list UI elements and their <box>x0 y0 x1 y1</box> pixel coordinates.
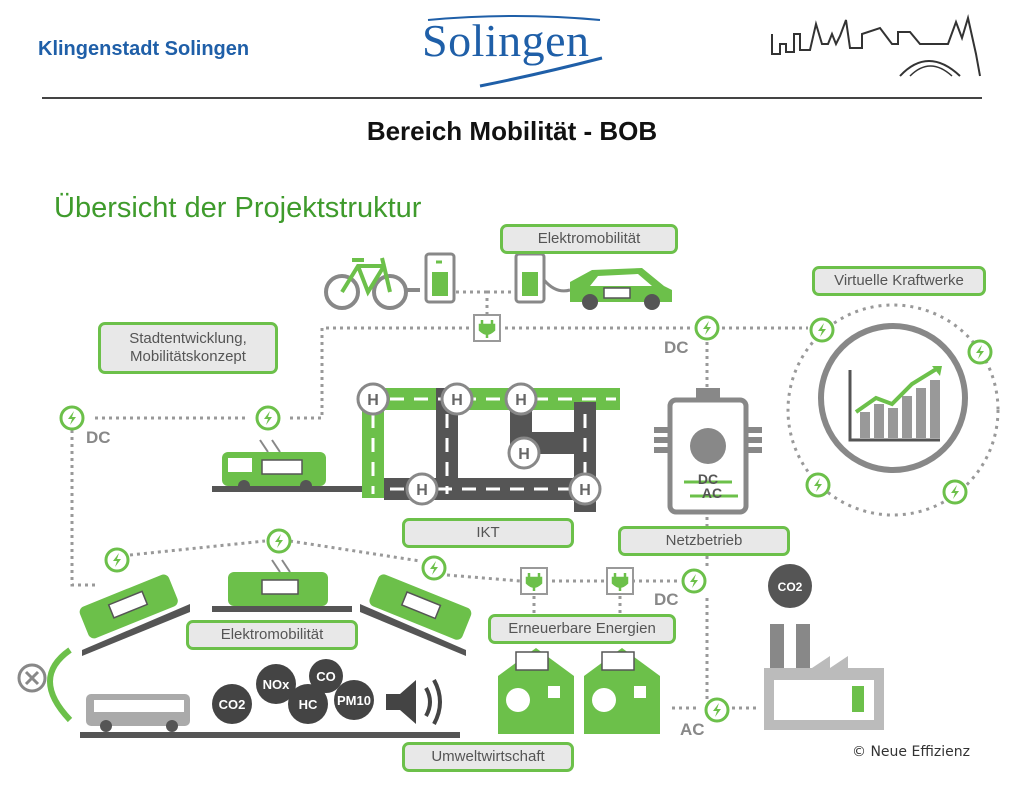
ramp-right <box>360 604 466 656</box>
label-erneuerbare-energien: Erneuerbare Energien <box>488 614 676 644</box>
emission-hc: HC <box>299 697 318 712</box>
stop-letter: H <box>515 392 527 409</box>
logo-text: Solingen <box>422 15 590 66</box>
substation-ac: AC <box>702 485 722 501</box>
stop-letter: H <box>416 482 428 499</box>
factory-icon <box>764 564 884 730</box>
bolt-icon <box>266 528 292 554</box>
emission-co2: CO2 <box>219 697 246 712</box>
label-umweltwirtschaft: Umweltwirtschaft <box>402 742 574 772</box>
skyline-icon <box>771 14 981 77</box>
bolt-icon <box>704 697 730 723</box>
dc-label-left: DC <box>86 428 111 447</box>
label-elektromobilitaet-bottom: Elektromobilität <box>186 620 358 650</box>
ramp-left <box>82 604 190 656</box>
header-divider <box>42 97 982 99</box>
bolt-icon <box>681 568 707 594</box>
bolt-icon <box>942 479 968 505</box>
plug-icon <box>472 313 502 343</box>
label-elektromobilitaet-top: Elektromobilität <box>500 224 678 254</box>
bolt-icon <box>255 405 281 431</box>
emission-co: CO <box>316 669 336 684</box>
logo-swoosh-icon <box>427 15 603 88</box>
bolt-icon <box>59 405 85 431</box>
emission-nox: NOx <box>263 677 291 692</box>
stop-letter: H <box>367 392 379 409</box>
stop-letter: H <box>451 392 463 409</box>
label-stadtentwicklung-line1: Stadtentwicklung, <box>129 330 247 347</box>
charging-station-icon <box>424 252 571 304</box>
header-city-name: Klingenstadt Solingen <box>38 38 250 60</box>
substation-icon <box>654 388 762 515</box>
bolt-icon <box>809 317 835 343</box>
trolleybus-left-icon <box>79 574 178 639</box>
solar-house-icon <box>498 648 660 734</box>
bolt-icon <box>104 547 130 573</box>
emission-clouds <box>212 659 374 724</box>
label-stadtentwicklung-line2: Mobilitätskonzept <box>130 348 246 365</box>
trolleybus-middle-icon <box>228 559 328 606</box>
trolleybus-right-icon <box>369 574 472 640</box>
page-subtitle: Übersicht der Projektstruktur <box>54 192 422 224</box>
factory-co2: CO2 <box>778 580 803 594</box>
chart-bars-icon <box>848 366 942 442</box>
stop-letter: H <box>579 482 591 499</box>
stop-letter: H <box>518 446 530 463</box>
bolt-icon <box>694 315 720 341</box>
page-title: Bereich Mobilität - BOB <box>366 116 658 146</box>
label-ikt: IKT <box>402 518 574 548</box>
bolt-icon <box>805 472 831 498</box>
bolt-icon <box>967 339 993 365</box>
trolleybus-icon <box>222 439 326 492</box>
plug-icon <box>605 566 635 596</box>
bolt-icon <box>421 555 447 581</box>
solingen-logo: Solingen <box>422 14 590 67</box>
swap-circle-icon <box>17 647 73 723</box>
dc-label-top: DC <box>664 338 689 357</box>
label-stadtentwicklung: Stadtentwicklung, Mobilitätskonzept <box>98 322 278 374</box>
label-netzbetrieb: Netzbetrieb <box>618 526 790 556</box>
copyright-notice: © Neue Effizienz <box>852 744 970 760</box>
bicycle-icon <box>324 257 420 310</box>
emission-pm10: PM10 <box>337 693 371 708</box>
substation-dc: DC <box>698 471 718 487</box>
speaker-icon <box>386 679 442 725</box>
electric-car-icon <box>570 268 672 310</box>
ac-label-bottom: AC <box>680 720 705 739</box>
plug-icon <box>519 566 549 596</box>
label-virtuelle-kraftwerke: Virtuelle Kraftwerke <box>812 266 986 296</box>
dc-label-bottom: DC <box>654 590 679 609</box>
diesel-bus-icon <box>86 694 190 732</box>
connector-lines <box>70 290 808 710</box>
